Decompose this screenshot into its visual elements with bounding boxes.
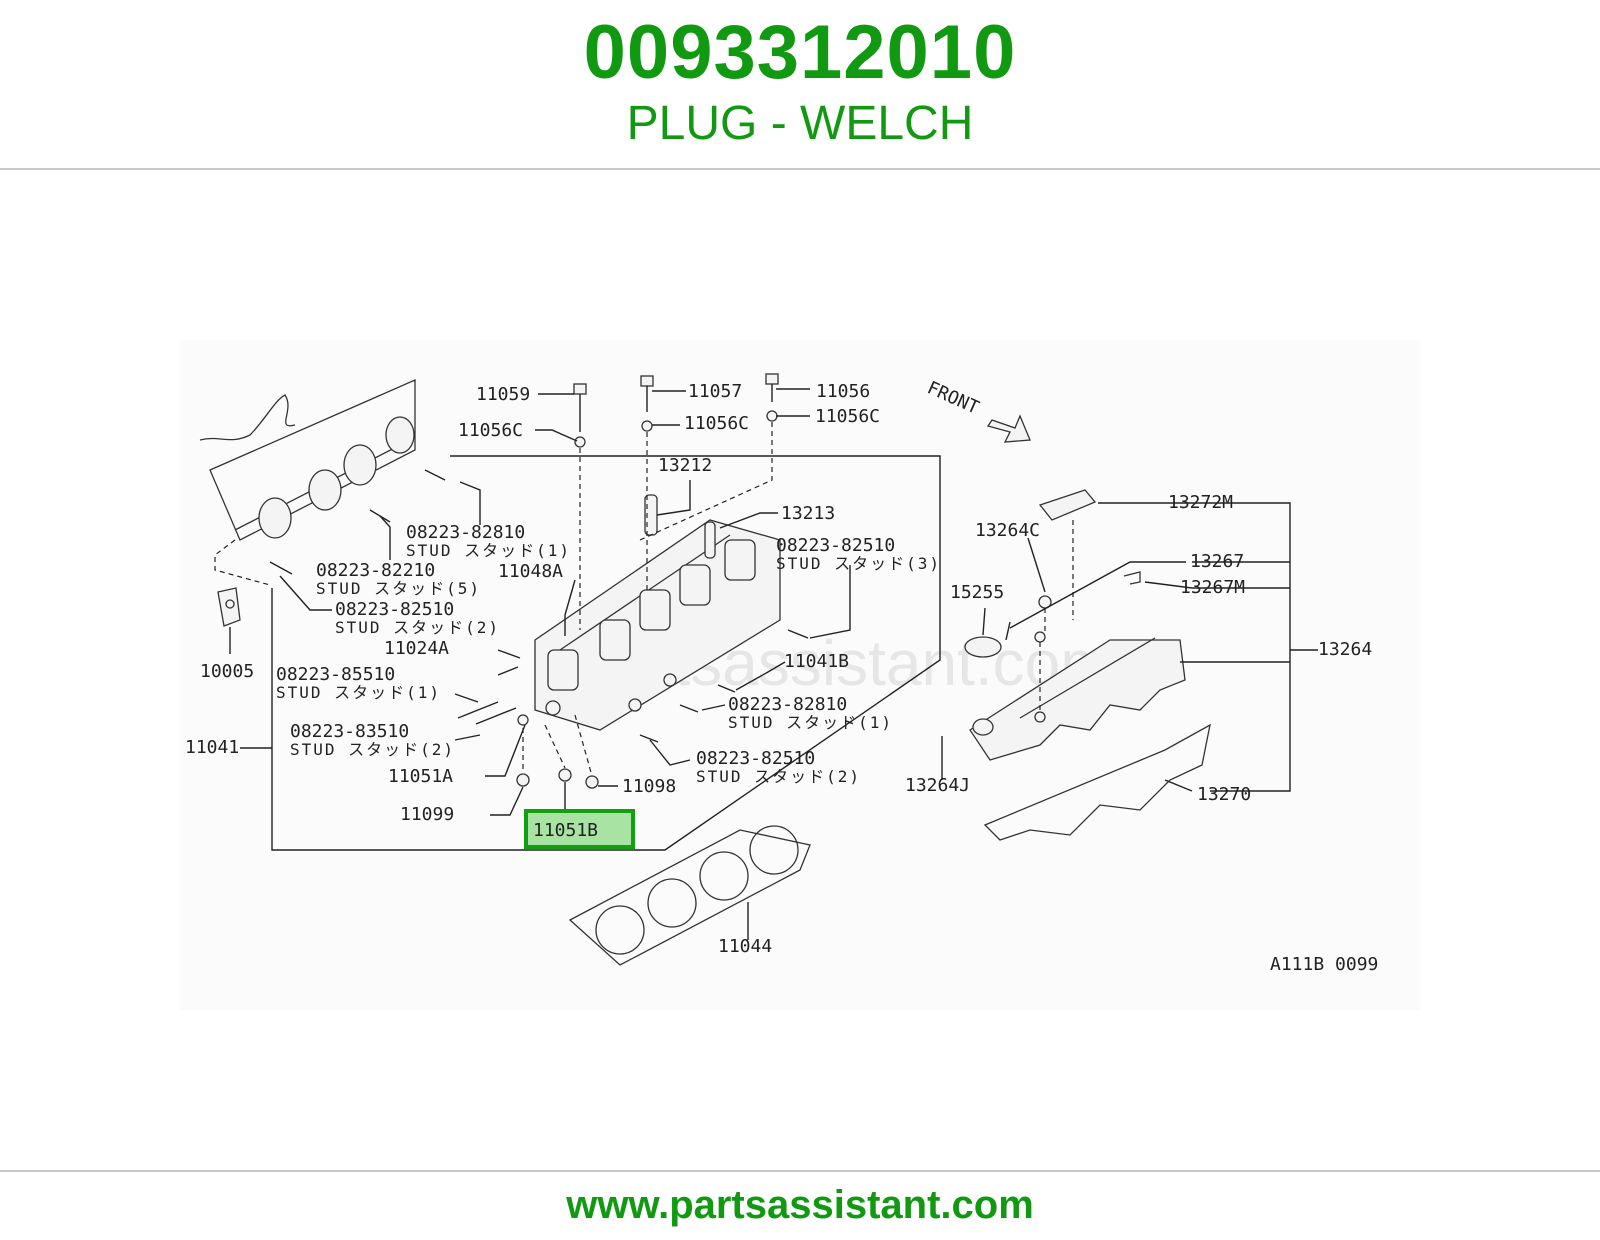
label-13213: 13213 [781, 503, 835, 524]
highlight-box[interactable] [524, 809, 635, 849]
label-08223-82510-bottom: 08223-82510 [696, 748, 815, 769]
part-number-title: 0093312010 [583, 10, 1017, 95]
highlighted-part-label[interactable]: 11051B [533, 820, 598, 841]
figure-code: A111B 0099 [1270, 954, 1378, 975]
cylinder-head-group-outline [271, 455, 941, 851]
label-10005: 10005 [200, 661, 254, 682]
label-13264j: 13264J [905, 775, 970, 796]
label-08223-82510-left: 08223-82510 [335, 599, 454, 620]
label-stud-1-mid: STUD スタッド(1) [276, 683, 441, 702]
label-stud-5: STUD スタッド(5) [316, 579, 481, 598]
label-13272m: 13272M [1168, 492, 1233, 513]
front-label: FRONT [924, 377, 982, 418]
label-11044: 11044 [718, 936, 772, 957]
rocker-cover-drawing [964, 489, 1211, 841]
label-stud-2-bottom: STUD スタッド(2) [696, 767, 861, 786]
label-stud-2-left: STUD スタッド(2) [335, 618, 500, 637]
footer-divider [0, 1170, 1600, 1172]
exhaust-manifold-drawing [199, 379, 416, 541]
parts-diagram: partsassistant.com [180, 340, 1420, 1010]
footer-website-url[interactable]: www.partsassistant.com [566, 1183, 1034, 1227]
label-08223-82210: 08223-82210 [316, 560, 435, 581]
head-bolts-drawing [573, 373, 779, 630]
label-stud-3: STUD スタッド(3) [776, 554, 941, 573]
head-gasket-drawing [568, 825, 811, 966]
label-08223-82510-right: 08223-82510 [776, 535, 895, 556]
head-studs-drawing [457, 629, 809, 743]
label-11057: 11057 [688, 381, 742, 402]
header-divider [0, 168, 1600, 170]
label-11099: 11099 [400, 804, 454, 825]
label-11056c-mid: 11056C [684, 413, 749, 434]
label-13212: 13212 [658, 455, 712, 476]
label-13267m: 13267M [1180, 577, 1245, 598]
label-stud-2-mid: STUD スタッド(2) [290, 740, 455, 759]
label-11056c-right: 11056C [815, 406, 880, 427]
highlighted-part[interactable]: 11051B [524, 809, 635, 849]
page-header: 0093312010 PLUG - WELCH [0, 0, 1600, 168]
cylinder-head-drawing [534, 494, 781, 731]
label-11041b: 11041B [784, 651, 849, 672]
part-description: PLUG - WELCH [626, 97, 974, 150]
leader-lines [229, 388, 1318, 940]
parts-diagram-svg: partsassistant.com [185, 373, 1378, 975]
label-11048a: 11048A [498, 561, 563, 582]
label-13267: 13267 [1190, 551, 1244, 572]
label-11056c-left: 11056C [458, 420, 523, 441]
label-11098: 11098 [622, 776, 676, 797]
label-08223-85510: 08223-85510 [276, 664, 395, 685]
part-labels: 11059 11057 11056 11056C 11056C 11056C 1… [185, 381, 1378, 975]
label-11024a: 11024A [384, 638, 449, 659]
label-11059: 11059 [476, 384, 530, 405]
label-11056: 11056 [816, 381, 870, 402]
label-13270: 13270 [1197, 784, 1251, 805]
label-13264: 13264 [1318, 639, 1372, 660]
front-direction-drawing: FRONT [924, 377, 1031, 443]
label-13264c: 13264C [975, 520, 1040, 541]
label-stud-1-right: STUD スタッド(1) [728, 713, 893, 732]
label-08223-83510: 08223-83510 [290, 721, 409, 742]
label-15255: 15255 [950, 582, 1004, 603]
label-stud-1-top: STUD スタッド(1) [406, 541, 571, 560]
label-11051a: 11051A [388, 766, 453, 787]
label-11041: 11041 [185, 737, 239, 758]
label-08223-82810-top: 08223-82810 [406, 522, 525, 543]
welch-plugs-drawing [516, 714, 599, 789]
label-08223-82810-mid: 08223-82810 [728, 694, 847, 715]
bracket-10005-drawing [217, 587, 241, 627]
